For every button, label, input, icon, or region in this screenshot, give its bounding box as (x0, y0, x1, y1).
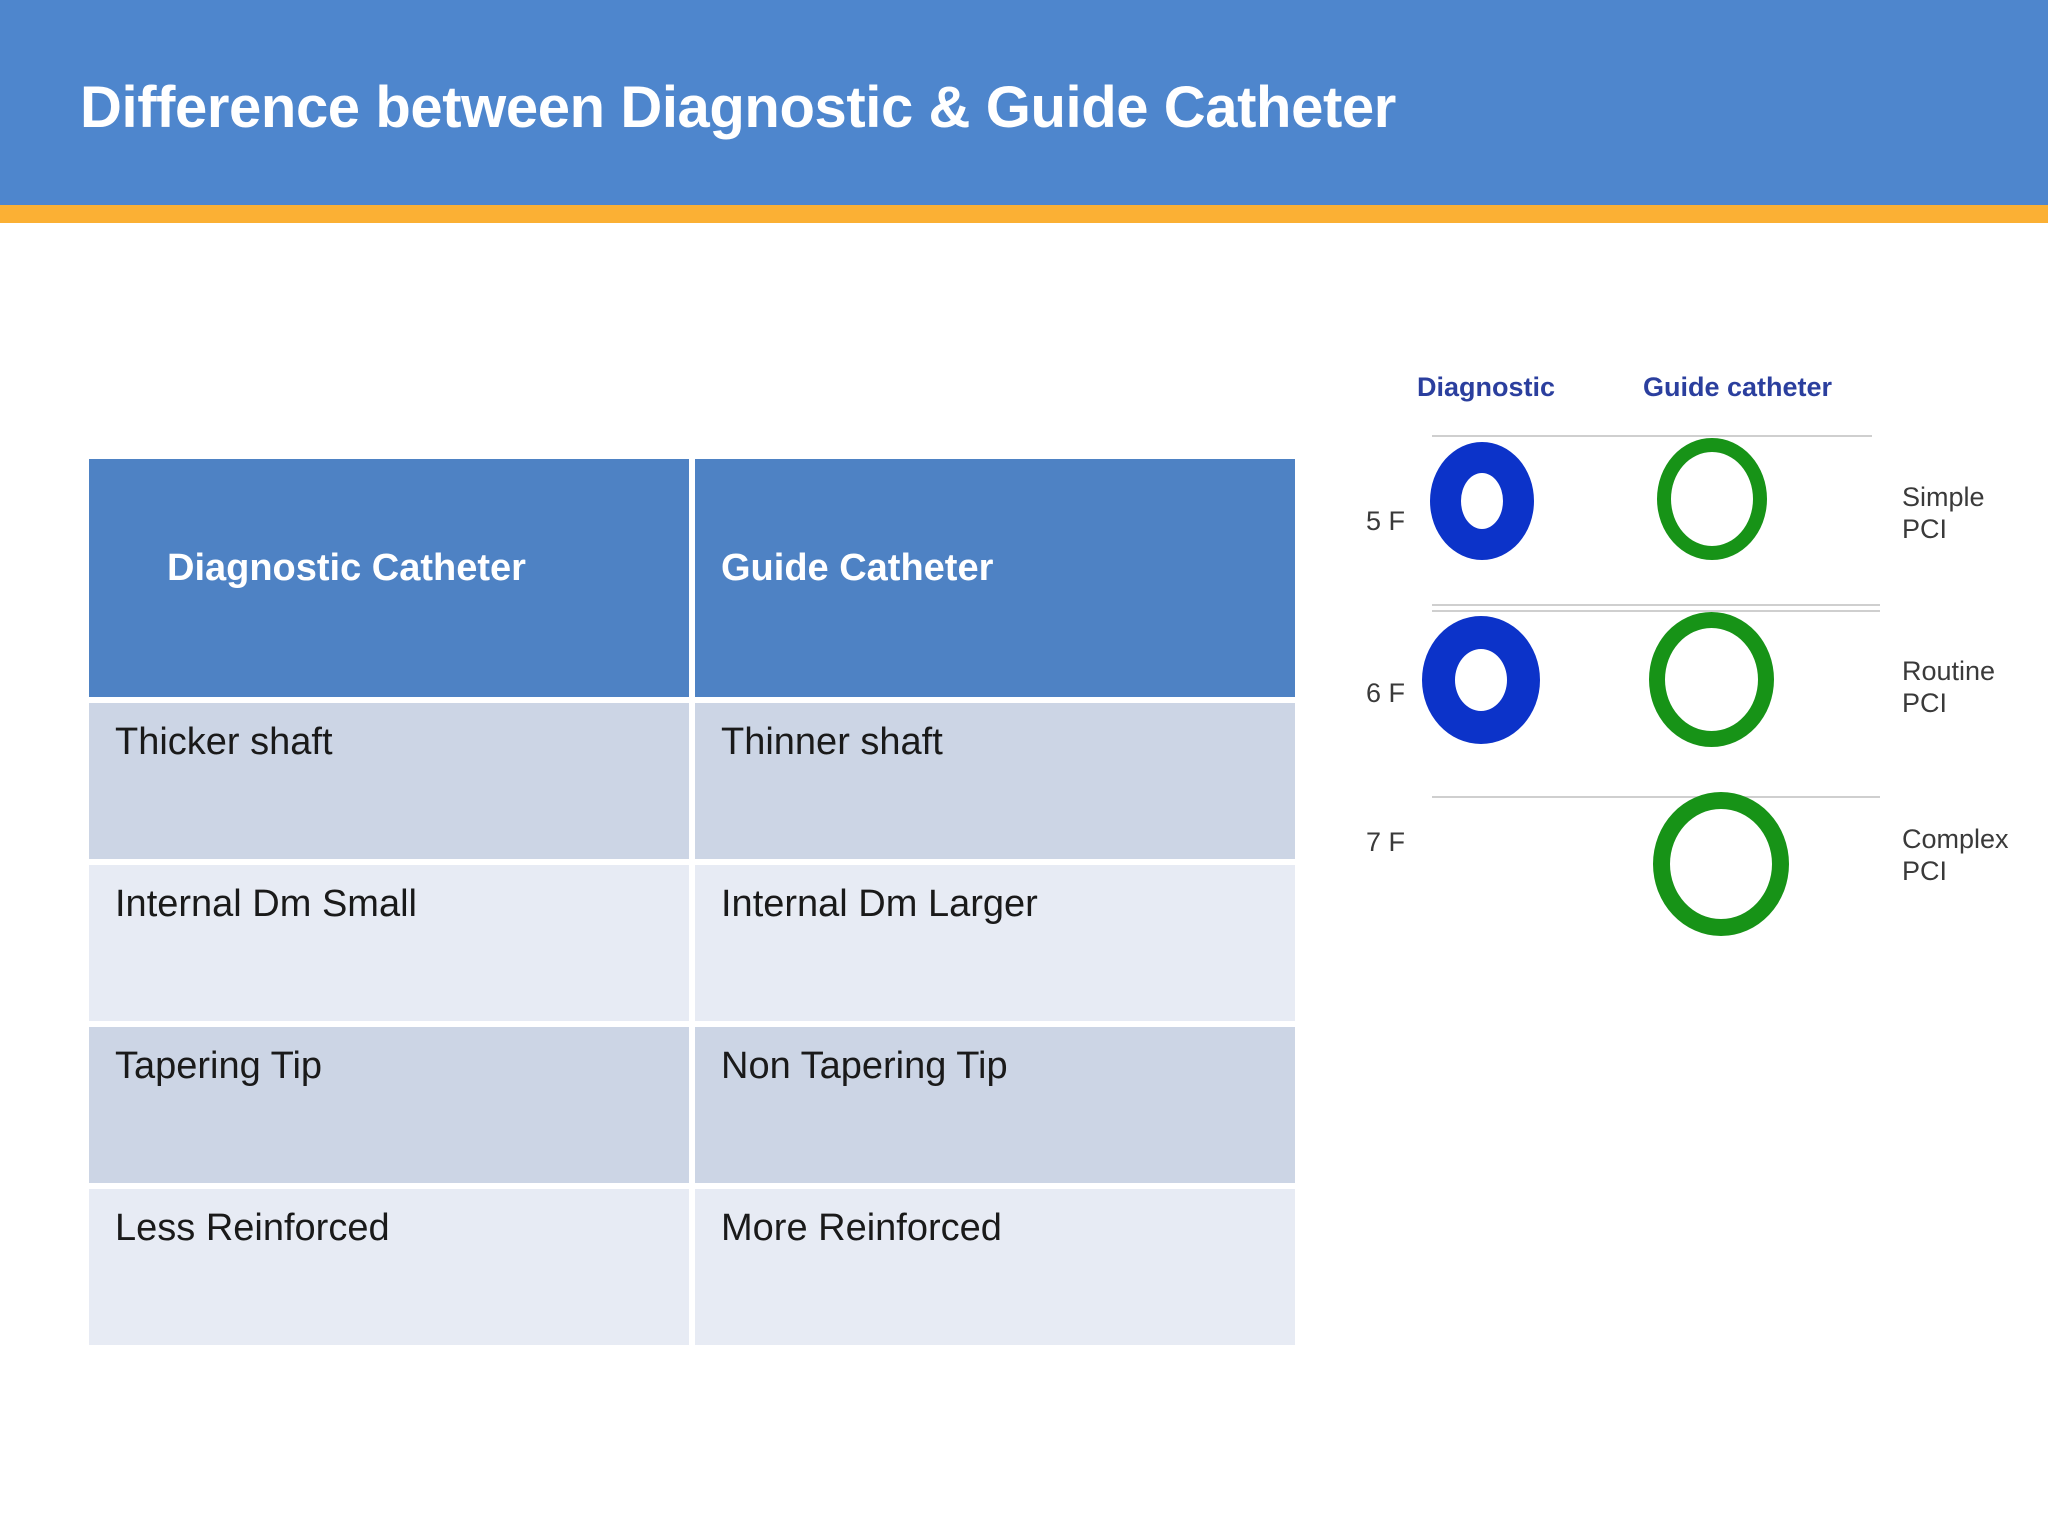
row-spacer-cell (689, 859, 695, 865)
cell-diagnostic: Thicker shaft (89, 703, 689, 859)
pci-label-routine: Routine PCI (1902, 656, 1995, 720)
catheter-size-figure: Diagnostic Guide catheter 5 F 6 F 7 F Si… (1366, 372, 2048, 1032)
pci-label-simple: Simple PCI (1902, 482, 1985, 546)
cell-text: More Reinforced (721, 1207, 1002, 1249)
row-spacer-cell (695, 1021, 1295, 1027)
row-spacer (89, 1021, 1295, 1027)
french-size-label-6f: 6 F (1366, 678, 1406, 708)
cell-diagnostic: Internal Dm Small (89, 865, 689, 1021)
comparison-table: Diagnostic Catheter Guide Catheter Thick… (89, 459, 1295, 1345)
cell-text: Internal Dm Larger (721, 883, 1038, 925)
table-header-guide: Guide Catheter (695, 459, 1295, 697)
column-gutter (689, 1189, 695, 1345)
row-spacer (89, 1183, 1295, 1189)
cell-text: Non Tapering Tip (721, 1045, 1008, 1087)
pci-label-line2: PCI (1902, 687, 1948, 718)
cell-guide: Non Tapering Tip (695, 1027, 1295, 1183)
table-row: Internal Dm Small Internal Dm Larger (89, 865, 1295, 1021)
diagnostic-ring-5f (1430, 442, 1534, 560)
row-spacer-cell (89, 859, 689, 865)
figure-heading-guide-catheter: Guide catheter (1643, 372, 1833, 402)
pci-label-line1: Complex (1902, 824, 2009, 854)
cell-text: Internal Dm Small (115, 883, 417, 925)
table-row: Less Reinforced More Reinforced (89, 1189, 1295, 1345)
diagnostic-ring-6f (1422, 616, 1540, 744)
row-spacer-cell (695, 859, 1295, 865)
figure-divider-line (1432, 796, 1880, 798)
french-size-label-7f: 7 F (1366, 827, 1406, 857)
table-row: Tapering Tip Non Tapering Tip (89, 1027, 1295, 1183)
column-gutter (689, 703, 695, 859)
table-header-diagnostic: Diagnostic Catheter (89, 459, 689, 697)
french-size-label-5f: 5 F (1366, 506, 1406, 536)
pci-label-complex: Complex PCI (1902, 824, 2009, 888)
guide-ring-6f (1649, 612, 1774, 747)
figure-heading-diagnostic: Diagnostic (1417, 372, 1556, 402)
pci-label-line1: Simple (1902, 482, 1985, 512)
row-spacer-cell (689, 697, 695, 703)
row-spacer-cell (695, 697, 1295, 703)
slide-title: Difference between Diagnostic & Guide Ca… (80, 75, 1396, 140)
row-spacer-cell (89, 1183, 689, 1189)
column-gutter (689, 865, 695, 1021)
cell-diagnostic: Tapering Tip (89, 1027, 689, 1183)
row-spacer-cell (89, 697, 689, 703)
row-spacer-cell (689, 1021, 695, 1027)
column-gutter (689, 1027, 695, 1183)
row-spacer-cell (89, 1021, 689, 1027)
table-header-diagnostic-label: Diagnostic Catheter (167, 547, 526, 589)
table-header-guide-label: Guide Catheter (721, 547, 994, 589)
row-spacer (89, 697, 1295, 703)
table-row: Thicker shaft Thinner shaft (89, 703, 1295, 859)
table-header-row: Diagnostic Catheter Guide Catheter (89, 459, 1295, 697)
header-banner (0, 0, 2048, 205)
figure-divider-line (1432, 610, 1880, 612)
cell-guide: Thinner shaft (695, 703, 1295, 859)
cell-text: Less Reinforced (115, 1207, 390, 1249)
cell-guide: Internal Dm Larger (695, 865, 1295, 1021)
pci-label-line1: Routine (1902, 656, 1996, 686)
pci-label-line2: PCI (1902, 513, 1948, 544)
figure-divider-line (1432, 604, 1880, 606)
cell-text: Thinner shaft (721, 721, 943, 763)
row-spacer-cell (695, 1183, 1295, 1189)
row-spacer-cell (689, 1183, 695, 1189)
row-spacer (89, 859, 1295, 865)
guide-ring-5f (1657, 438, 1767, 560)
header-accent-bar (0, 205, 2048, 223)
figure-divider-line (1432, 435, 1872, 437)
pci-label-line2: PCI (1902, 855, 1948, 886)
column-gutter (689, 459, 695, 697)
guide-ring-7f (1653, 792, 1789, 936)
cell-text: Thicker shaft (115, 721, 333, 763)
cell-guide: More Reinforced (695, 1189, 1295, 1345)
cell-text: Tapering Tip (115, 1045, 323, 1087)
cell-diagnostic: Less Reinforced (89, 1189, 689, 1345)
